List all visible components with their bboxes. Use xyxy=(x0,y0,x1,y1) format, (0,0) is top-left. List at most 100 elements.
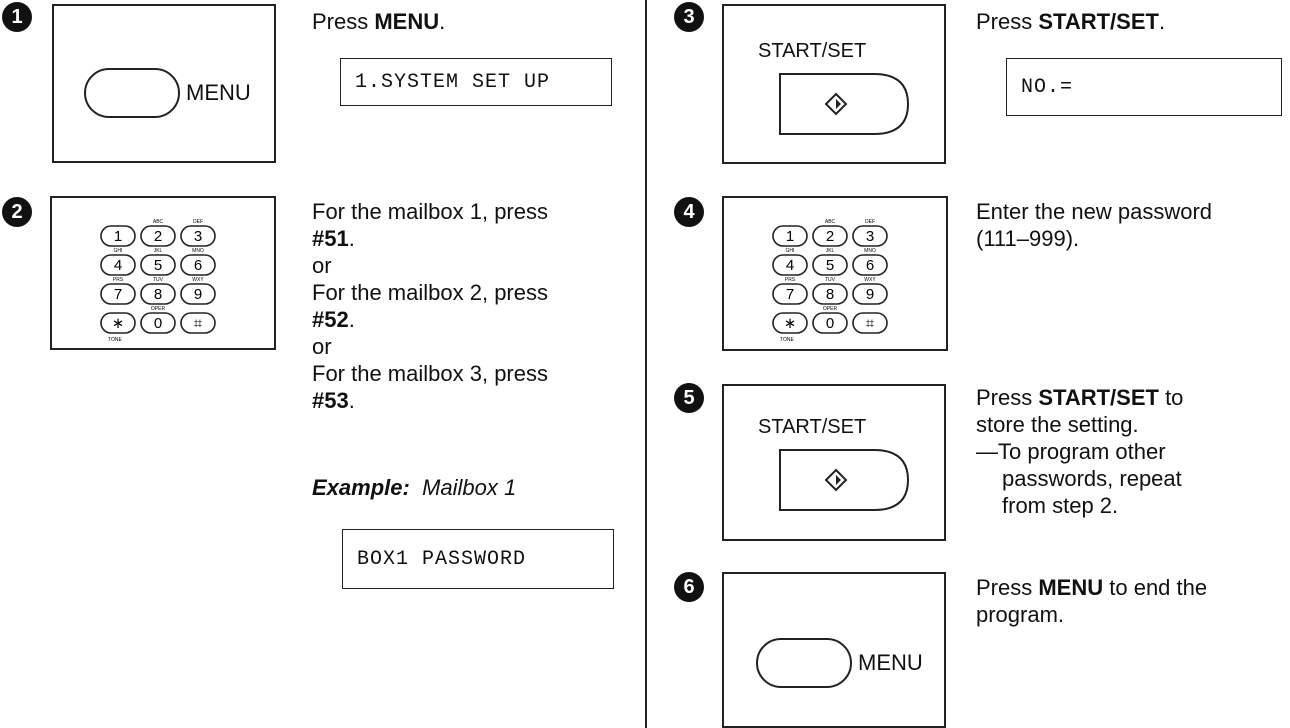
keypad-key-letters: WXY xyxy=(192,277,204,283)
menu-button-panel-2: MENU xyxy=(722,572,946,728)
keypad-key-label: ⌗ xyxy=(194,315,203,332)
keypad-key-1[interactable]: 1 xyxy=(100,225,136,247)
keypad-key-letters: PRS xyxy=(785,277,796,283)
keypad-key-letters: MNO xyxy=(864,248,876,254)
keypad-key-∗[interactable]: ∗ xyxy=(100,312,136,334)
step-5-line-3: —To program other xyxy=(976,439,1166,464)
step-number-1: 1 xyxy=(2,2,32,32)
keypad-key-label: 0 xyxy=(826,315,834,332)
start-set-label: START/SET xyxy=(758,416,867,438)
step-4-line-1: Enter the new password xyxy=(976,199,1213,224)
start-set-button[interactable] xyxy=(778,448,910,512)
lcd-display-3: NO.= xyxy=(1006,58,1282,116)
lcd-display-1: 1.SYSTEM SET UP xyxy=(340,58,612,106)
keypad-key-3[interactable]: 3 DEF xyxy=(180,219,216,247)
keypad-key-7[interactable]: 7 PRS xyxy=(100,277,136,305)
keypad-key-letters: WXY xyxy=(864,277,876,283)
keypad-key-letters: MNO xyxy=(192,248,204,254)
step-4-instruction: Enter the new password (111–999). xyxy=(976,198,1212,252)
keypad-key-9[interactable]: 9 WXY xyxy=(852,277,888,305)
step-2-line: For the mailbox 1, press xyxy=(312,199,548,224)
menu-button-label: MENU xyxy=(858,650,923,675)
keypad-key-8[interactable]: 8 TUV xyxy=(812,277,848,305)
step-2-line: or xyxy=(312,334,332,359)
menu-button-label: MENU xyxy=(186,80,251,105)
keypad-key-label: 4 xyxy=(114,257,122,274)
keypad-key-label: 3 xyxy=(194,228,202,245)
keypad-key-letters: JKL xyxy=(154,248,163,254)
keypad-key-letters: DEF xyxy=(865,219,875,225)
start-set-panel-1: START/SET xyxy=(722,4,946,164)
step-2-line: or xyxy=(312,253,332,278)
keypad-key-letters: OPER xyxy=(151,306,166,312)
lcd-display-2: BOX1 PASSWORD xyxy=(342,529,614,589)
step-5-instruction: Press START/SET to store the setting. —T… xyxy=(976,384,1183,519)
keypad-key-1[interactable]: 1 xyxy=(772,225,808,247)
keypad-key-letters: TUV xyxy=(153,277,164,283)
keypad-key-letters: PRS xyxy=(113,277,124,283)
keypad-key-⌗[interactable]: ⌗ xyxy=(180,312,216,334)
step-3-instruction: Press START/SET. xyxy=(976,9,1166,34)
step-5-line-5: from step 2. xyxy=(1002,493,1119,518)
keypad-key-letters: TUV xyxy=(825,277,836,283)
keypad-key-label: 2 xyxy=(826,228,834,245)
menu-button[interactable] xyxy=(84,68,180,118)
keypad-key-∗[interactable]: ∗ xyxy=(772,312,808,334)
example-caption: Example: Mailbox 1 xyxy=(312,475,517,500)
column-divider xyxy=(645,0,647,728)
keypad-key-label: 4 xyxy=(786,257,794,274)
menu-button[interactable] xyxy=(756,638,852,688)
start-set-button[interactable] xyxy=(778,72,910,136)
keypad-key-label: 6 xyxy=(194,257,202,274)
keypad-key-label: ∗ xyxy=(112,315,125,332)
step-4-line-2: (111–999). xyxy=(976,226,1080,251)
step-5-line-1: Press START/SET to xyxy=(976,385,1184,410)
step-number-3: 3 xyxy=(674,2,704,32)
step-6-instruction: Press MENU to end the program. xyxy=(976,574,1207,628)
keypad-key-label: 1 xyxy=(114,228,122,245)
step-number-2: 2 xyxy=(2,197,32,227)
keypad-key-letters: DEF xyxy=(193,219,203,225)
step-number-4: 4 xyxy=(674,197,704,227)
keypad-tone-label: TONE xyxy=(108,337,122,343)
step-number-5: 5 xyxy=(674,383,704,413)
keypad-key-label: 7 xyxy=(114,286,122,303)
keypad-key-⌗[interactable]: ⌗ xyxy=(852,312,888,334)
start-diamond-icon xyxy=(824,468,848,492)
keypad-key-label: 8 xyxy=(826,286,834,303)
step-6-line-1: Press MENU to end the xyxy=(976,575,1208,600)
keypad-key-letters: JKL xyxy=(826,248,835,254)
step-2-line: #51. xyxy=(312,226,355,251)
step-5-line-2: store the setting. xyxy=(976,412,1139,437)
step-1-instruction: Press MENU. xyxy=(312,9,446,34)
keypad-key-6[interactable]: 6 MNO xyxy=(852,248,888,276)
keypad-key-0[interactable]: 0 OPER xyxy=(812,306,848,334)
keypad-key-7[interactable]: 7 PRS xyxy=(772,277,808,305)
keypad-key-label: 2 xyxy=(154,228,162,245)
keypad-key-label: 6 xyxy=(866,257,874,274)
keypad-key-label: 7 xyxy=(786,286,794,303)
keypad-key-letters: GHI xyxy=(786,248,795,254)
menu-button-panel-1: MENU xyxy=(52,4,276,163)
step-2-line: For the mailbox 2, press xyxy=(312,280,548,305)
keypad-key-4[interactable]: 4 GHI xyxy=(772,248,808,276)
keypad-key-label: 1 xyxy=(786,228,794,245)
keypad-key-6[interactable]: 6 MNO xyxy=(180,248,216,276)
keypad-key-label: 9 xyxy=(866,286,874,303)
keypad-key-letters: OPER xyxy=(823,306,838,312)
step-2-line: #53. xyxy=(312,388,355,413)
keypad-key-label: ∗ xyxy=(784,315,797,332)
keypad-key-label: ⌗ xyxy=(866,315,875,332)
